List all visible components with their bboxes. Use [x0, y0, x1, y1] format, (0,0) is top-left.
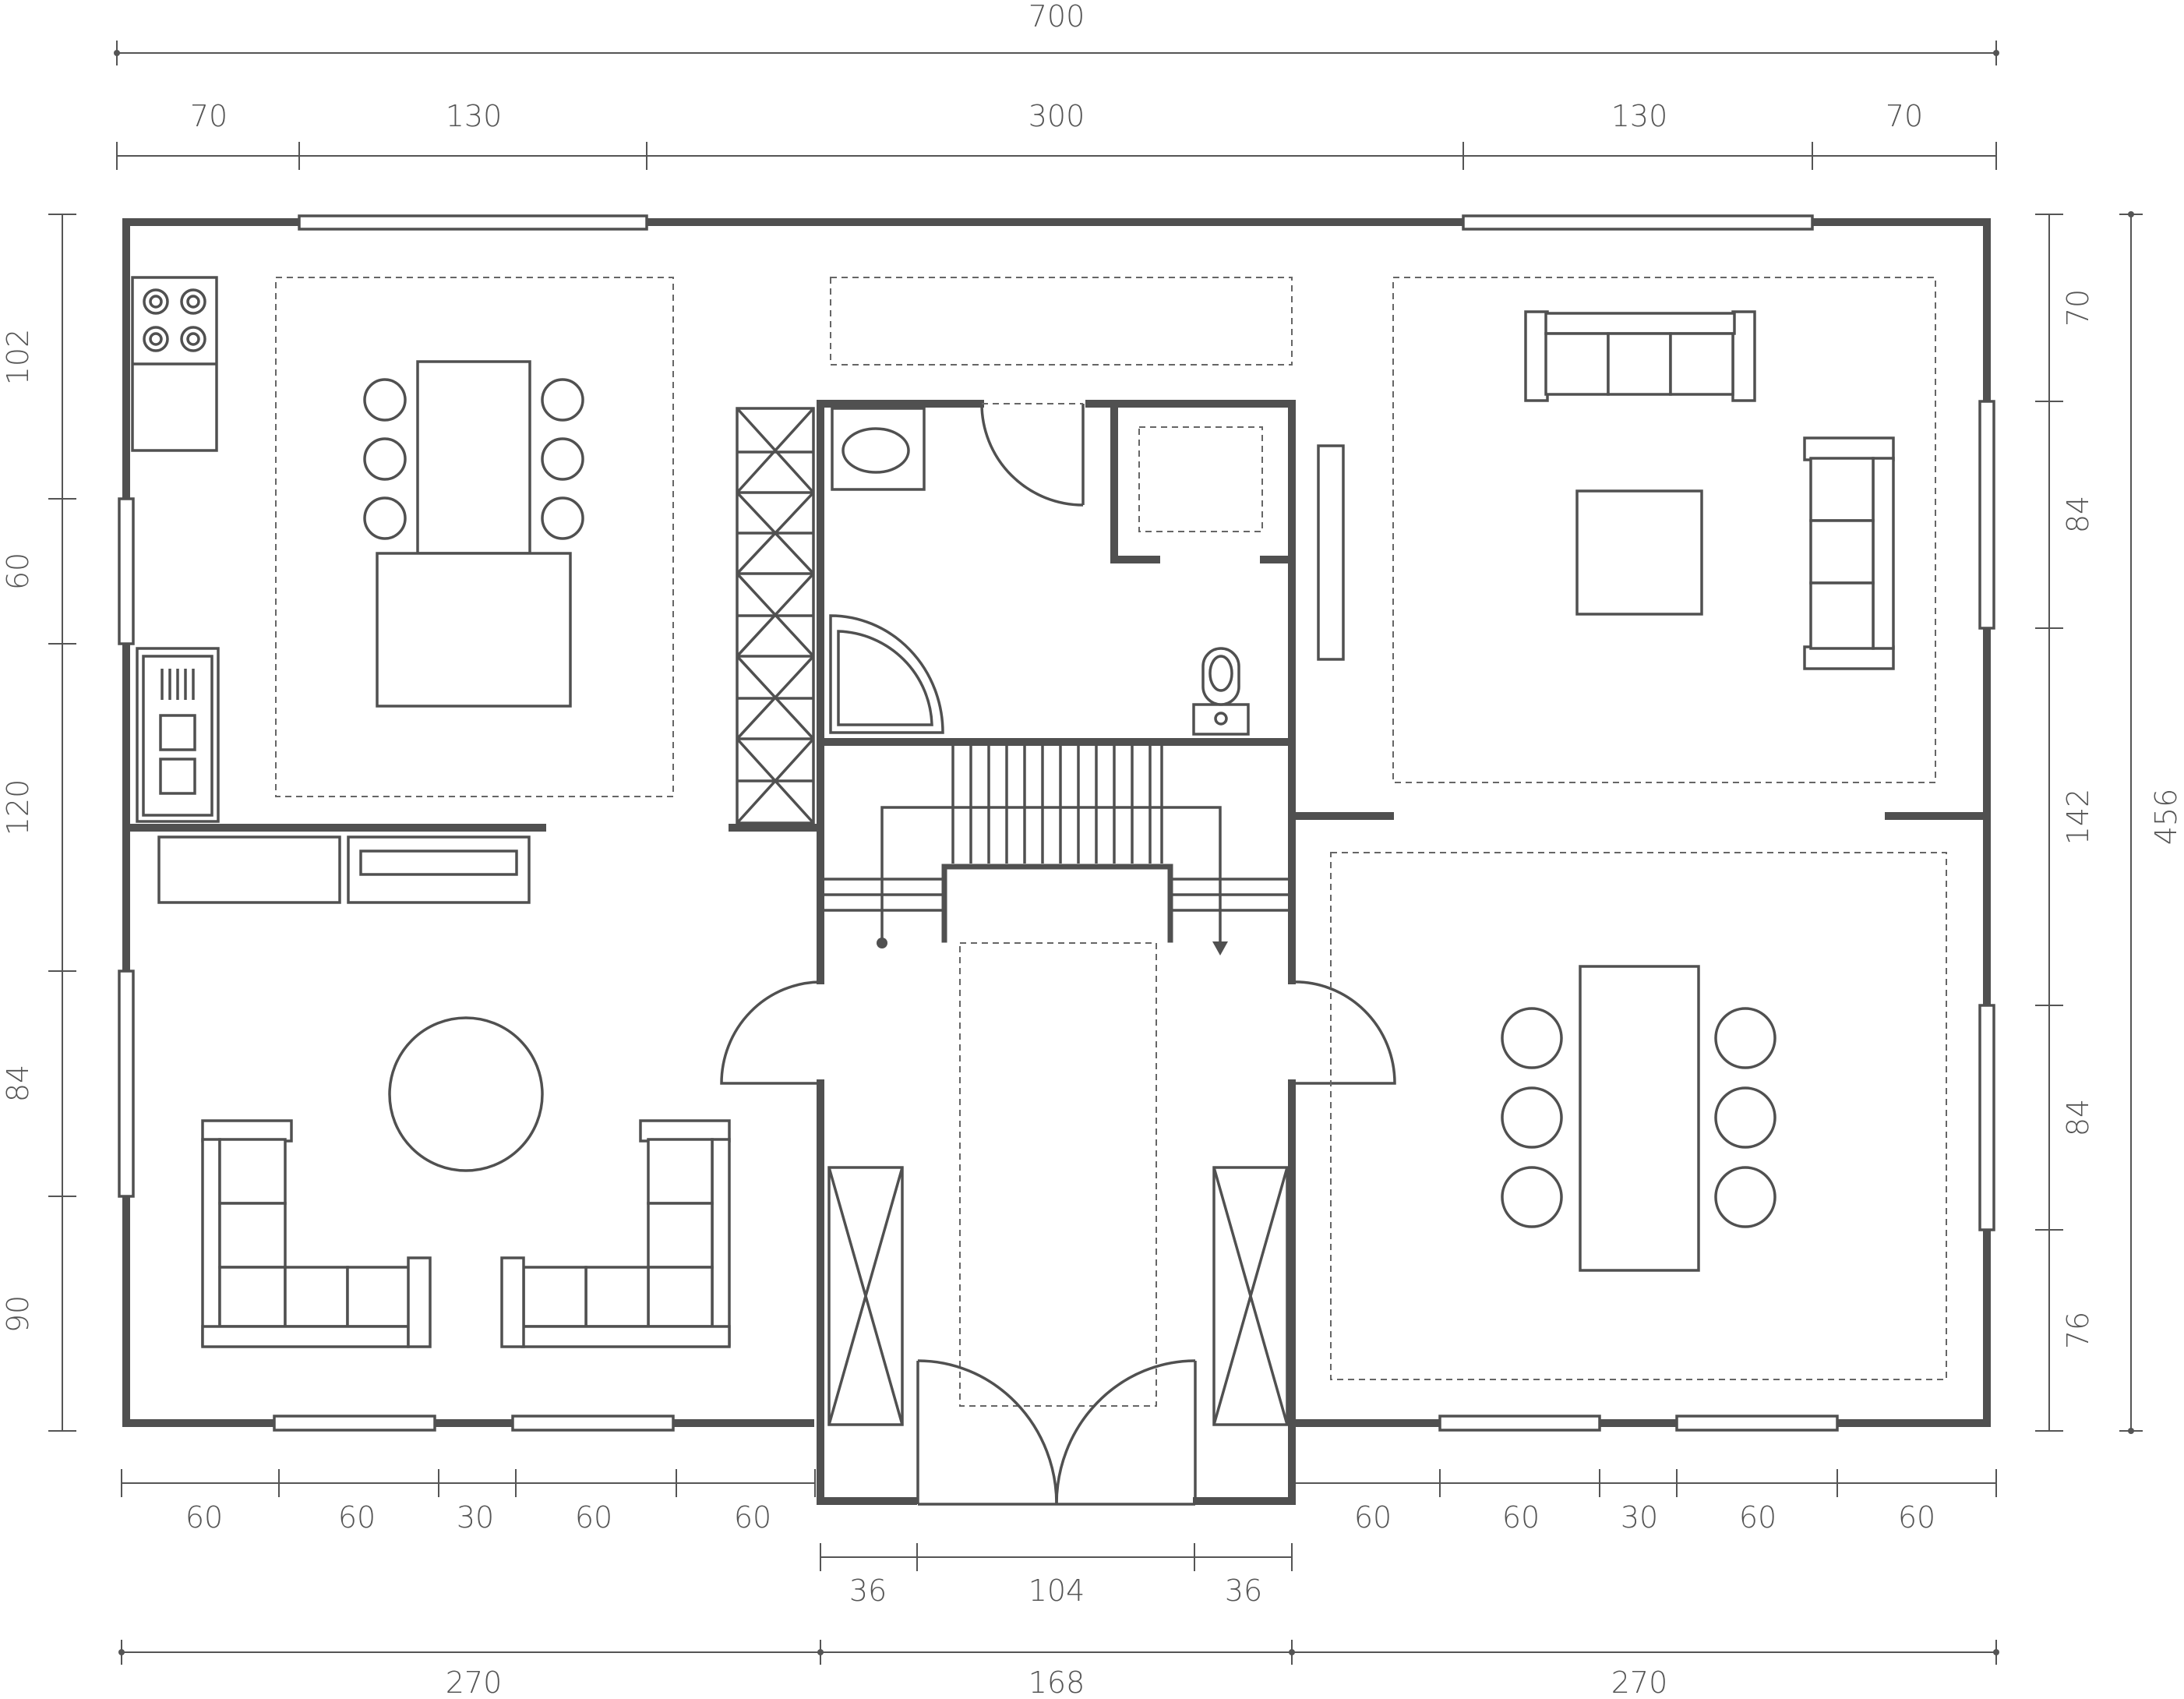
- windows: [118, 214, 1995, 1432]
- chair: [1714, 1086, 1776, 1149]
- top-segment-label: 70: [190, 99, 228, 133]
- wardrobe: [827, 1166, 904, 1426]
- right-segment-label: 84: [2061, 496, 2095, 533]
- dimension-lines: [48, 41, 2143, 1665]
- dining-table: [416, 360, 531, 555]
- coffee-table: [1575, 489, 1703, 616]
- top-segment-label: 300: [1028, 99, 1085, 133]
- bottom-total-label: 168: [1028, 1665, 1085, 1699]
- wardrobe: [1212, 1166, 1289, 1426]
- left-segment-label: 120: [1, 779, 35, 836]
- chair: [1714, 1166, 1776, 1228]
- window: [118, 497, 135, 645]
- window: [298, 214, 648, 231]
- sofa: [500, 1119, 731, 1348]
- chair: [1501, 1086, 1563, 1149]
- top-total-label: 700: [1028, 0, 1085, 34]
- sofa: [201, 1119, 432, 1348]
- window: [1438, 1415, 1601, 1432]
- coffee-table: [388, 1016, 544, 1172]
- window: [1462, 214, 1814, 231]
- bottom-total-label: 270: [446, 1665, 503, 1699]
- right-segment-label: 70: [2061, 289, 2095, 327]
- bottom-right-segment-label: 60: [1502, 1500, 1540, 1535]
- left-segment-label: 90: [1, 1295, 35, 1333]
- entrance-segment-label: 36: [1225, 1574, 1262, 1608]
- right-total-label: 456: [2149, 789, 2183, 846]
- top-segment-label: 70: [1886, 99, 1923, 133]
- door-swing: [1291, 980, 1396, 1085]
- chair: [541, 378, 584, 422]
- entrance-segment-label: 104: [1028, 1574, 1085, 1608]
- kitchen-island: [376, 552, 572, 708]
- entrance-hall: [720, 942, 1396, 1506]
- bottom-right-segment-label: 60: [1739, 1500, 1776, 1535]
- window: [1978, 1004, 1995, 1231]
- right-segment-label: 76: [2061, 1312, 2095, 1349]
- window: [273, 1415, 436, 1432]
- bottom-right-segment-label: 60: [1354, 1500, 1392, 1535]
- dining-room: [1330, 852, 1947, 1380]
- door-swing: [720, 980, 821, 1085]
- window: [1978, 400, 1995, 630]
- entrance-segment-label: 36: [849, 1574, 887, 1608]
- burner-icon: [143, 288, 206, 352]
- chair: [363, 437, 407, 481]
- bottom-left-segment-label: 60: [734, 1500, 771, 1535]
- bottom-left-segment-label: 60: [185, 1500, 223, 1535]
- hall-rug: [830, 277, 1293, 366]
- chair: [363, 496, 407, 540]
- dining-table: [1579, 965, 1700, 1272]
- left-segment-label: 60: [1, 553, 35, 590]
- sofa: [1524, 310, 1756, 402]
- chair: [541, 437, 584, 481]
- bottom-left-segment-label: 60: [338, 1500, 376, 1535]
- chair: [1501, 1007, 1563, 1069]
- left-segment-label: 84: [1, 1065, 35, 1102]
- top-segment-label: 130: [1611, 99, 1668, 133]
- chair: [541, 496, 584, 540]
- window: [118, 970, 135, 1198]
- bottom-total-label: 270: [1611, 1665, 1668, 1699]
- kitchen-counter: [157, 835, 341, 904]
- chair: [363, 378, 407, 422]
- living-room-left: [201, 1016, 731, 1348]
- bottom-left-segment-label: 60: [575, 1500, 612, 1535]
- sofa: [1803, 436, 1895, 670]
- right-segment-label: 84: [2061, 1099, 2095, 1136]
- bottom-left-segment-label: 30: [457, 1500, 494, 1535]
- corner-bathtub: [829, 614, 944, 734]
- kitchen-sink: [136, 647, 220, 823]
- door-swing: [980, 403, 1084, 507]
- kitchen: [131, 276, 674, 904]
- bottom-right-segment-label: 30: [1621, 1500, 1658, 1535]
- chair: [1501, 1166, 1563, 1228]
- living-room-right: [1392, 277, 1936, 783]
- cabinet: [1317, 444, 1345, 661]
- chair: [1714, 1007, 1776, 1069]
- bottom-right-segment-label: 60: [1898, 1500, 1935, 1535]
- left-segment-label: 102: [1, 329, 35, 386]
- bathroom: [829, 403, 1263, 736]
- window: [1675, 1415, 1839, 1432]
- right-segment-label: 142: [2061, 789, 2095, 846]
- staircase: [824, 745, 1289, 955]
- toilet: [1192, 647, 1250, 736]
- front-door: [916, 1359, 1197, 1506]
- top-segment-label: 130: [446, 99, 503, 133]
- window: [511, 1415, 675, 1432]
- shelf-unit: [736, 407, 815, 825]
